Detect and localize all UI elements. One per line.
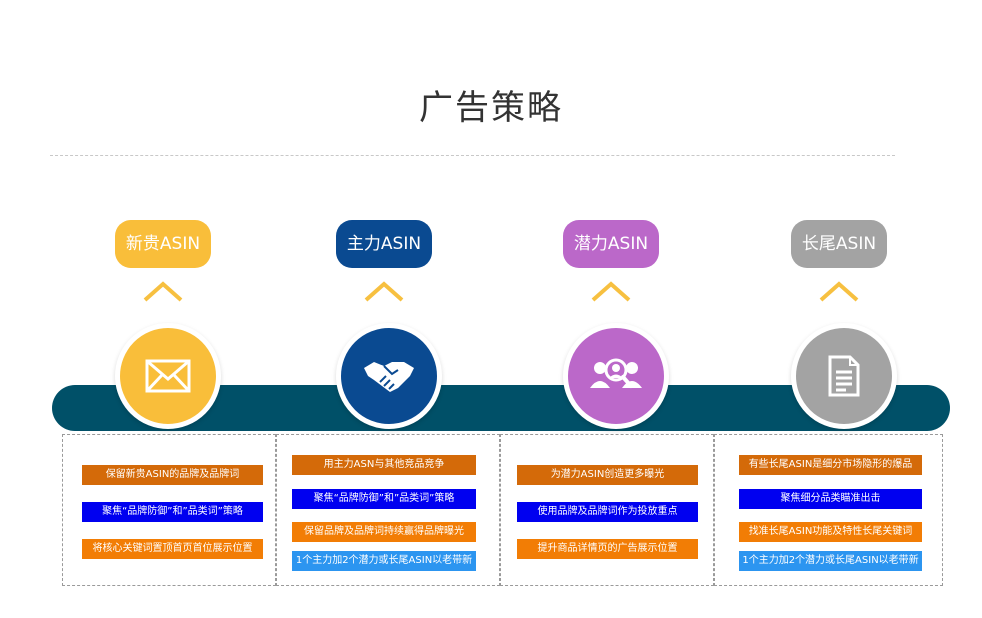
strategy-item: 有些长尾ASIN是细分市场隐形的爆品 [739, 455, 922, 475]
strategy-item: 保留品牌及品牌词持续赢得品牌曝光 [292, 522, 476, 542]
envelope-icon [115, 323, 221, 429]
chevron-up-icon [143, 278, 183, 304]
page-title: 广告策略 [419, 88, 563, 128]
title-divider [50, 155, 895, 156]
strategy-item: 找准长尾ASIN功能及特性长尾关键词 [739, 522, 922, 542]
category-label: 新贵ASIN [115, 220, 211, 268]
category-label: 长尾ASIN [791, 220, 887, 268]
category-label: 潜力ASIN [563, 220, 659, 268]
chevron-up-icon [819, 278, 859, 304]
strategy-item: 用主力ASN与其他竞品竞争 [292, 455, 476, 475]
category-label: 主力ASIN [336, 220, 432, 268]
document-icon [791, 323, 897, 429]
strategy-item: 将核心关键词置顶首页首位展示位置 [82, 539, 263, 559]
strategy-item: 聚焦细分品类瞄准出击 [739, 489, 922, 509]
chevron-up-icon [591, 278, 631, 304]
strategy-item: 使用品牌及品牌词作为投放重点 [517, 502, 698, 522]
handshake-icon [336, 323, 442, 429]
strategy-panel [500, 434, 714, 586]
strategy-panel [714, 434, 943, 586]
strategy-item: 提升商品详情页的广告展示位置 [517, 539, 698, 559]
strategy-item: 聚焦“品牌防御”和”品类词”策略 [82, 502, 263, 522]
strategy-item: 聚焦“品牌防御”和”品类词”策略 [292, 489, 476, 509]
strategy-item: 保留新贵ASIN的品牌及品牌词 [82, 465, 263, 485]
users-search-icon [563, 323, 669, 429]
chevron-up-icon [364, 278, 404, 304]
strategy-panel [276, 434, 500, 586]
strategy-item: 1个主力加2个潜力或长尾ASIN以老带新 [292, 551, 476, 571]
strategy-item: 1个主力加2个潜力或长尾ASIN以老带新 [739, 551, 922, 571]
strategy-item: 为潜力ASIN创造更多曝光 [517, 465, 698, 485]
strategy-panel [62, 434, 276, 586]
